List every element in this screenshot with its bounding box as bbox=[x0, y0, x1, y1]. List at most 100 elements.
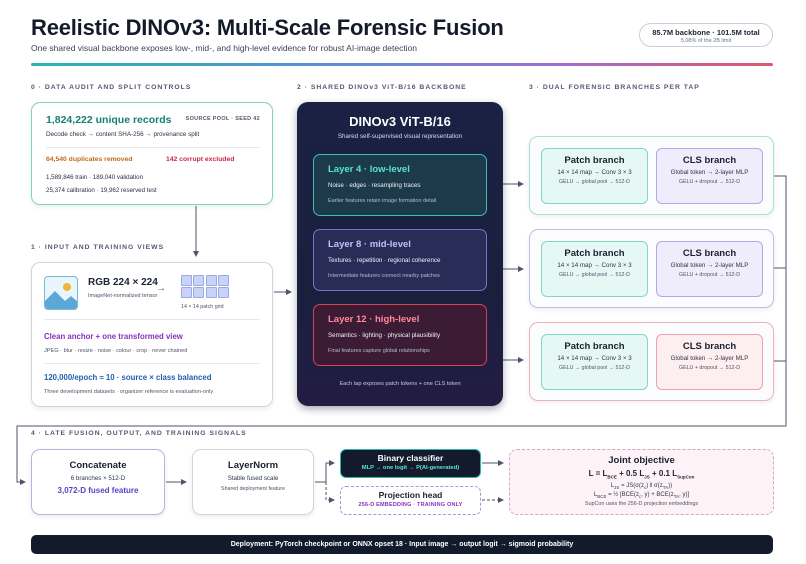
branch-group-layer-12: Patch branch 14 × 14 map → Conv 3 × 3 GE… bbox=[529, 322, 774, 401]
projection-desc: 256-D EMBEDDING · TRAINING ONLY bbox=[358, 502, 463, 508]
training-views: Clean anchor + one transformed view bbox=[44, 332, 183, 341]
js-loss-equation: LJS = JS(σ(zc) ‖ σ(zTA)) bbox=[610, 482, 673, 490]
layer-description: Textures · repetition · regional coheren… bbox=[328, 257, 441, 264]
patch-branch-desc: 14 × 14 map → Conv 3 × 3 bbox=[557, 169, 632, 176]
backbone-panel: DINOv3 ViT-B/16 Shared self-supervised v… bbox=[297, 102, 503, 406]
arrow-layernorm-to-binary bbox=[315, 460, 335, 483]
cls-branch-detail: GELU + dropout → 512-D bbox=[678, 272, 741, 278]
fused-feature-size: 3,072-D fused feature bbox=[57, 486, 139, 495]
branch-group-layer-4: Patch branch 14 × 14 map → Conv 3 × 3 GE… bbox=[529, 136, 774, 215]
audit-pipeline: Decode check → content SHA-256 → provena… bbox=[46, 131, 200, 138]
binary-title: Binary classifier bbox=[377, 453, 444, 463]
layer-note: Earlier features retain image formation … bbox=[328, 198, 437, 204]
divider bbox=[46, 147, 260, 148]
layer-note: Final features capture global relationsh… bbox=[328, 348, 430, 354]
layernorm-node: LayerNorm Stable fused scale Shared depl… bbox=[192, 449, 314, 515]
layernorm-desc: Stable fused scale bbox=[227, 475, 279, 482]
cls-branch-desc: Global token → 2-layer MLP bbox=[670, 355, 749, 362]
section-label-backbone: 2 · SHARED DINOv3 ViT-B/16 BACKBONE bbox=[297, 84, 467, 91]
patch-grid-label: 14 × 14 patch grid bbox=[181, 304, 224, 310]
patch-branch-title: Patch branch bbox=[564, 155, 625, 166]
deployment-bar: Deployment: PyTorch checkpoint or ONNX o… bbox=[31, 535, 773, 554]
section-label-branches: 3 · DUAL FORENSIC BRANCHES PER TAP bbox=[529, 84, 700, 91]
epoch-sampling: 120,000/epoch ≈ 10 · source × class bala… bbox=[44, 373, 212, 382]
patch-branch-desc: 14 × 14 map → Conv 3 × 3 bbox=[557, 355, 632, 362]
patch-grid-icon bbox=[181, 275, 229, 298]
augmentation-list: JPEG · blur · resize · noise · colour · … bbox=[44, 348, 188, 354]
projection-title: Projection head bbox=[378, 490, 443, 500]
corrupt-excluded: 142 corrupt excluded bbox=[166, 156, 235, 163]
layer-title: Layer 8 · mid-level bbox=[328, 239, 411, 250]
layernorm-title: LayerNorm bbox=[227, 460, 279, 471]
arrow-layernorm-to-projection bbox=[325, 482, 335, 503]
binary-desc: MLP → one logit → P(AI-generated) bbox=[361, 465, 460, 471]
layer-description: Semantics · lighting · physical plausibi… bbox=[328, 332, 441, 339]
layer-12-tap: Layer 12 · high-level Semantics · lighti… bbox=[313, 304, 487, 366]
development-datasets: Three development datasets · organizer r… bbox=[44, 389, 214, 395]
binary-classifier-node: Binary classifier MLP → one logit → P(AI… bbox=[340, 449, 481, 478]
train-validation-split: 1,589,846 train · 189,040 validation bbox=[46, 174, 144, 181]
cls-branch: CLS branch Global token → 2-layer MLP GE… bbox=[656, 334, 763, 390]
layer-4-tap: Layer 4 · low-level Noise · edges · resa… bbox=[313, 154, 487, 216]
source-pool-label: SOURCE POOL · SEED 42 bbox=[185, 116, 260, 122]
patch-branch-detail: GELU → global pool → 512-D bbox=[559, 272, 630, 278]
loss-equation: L = LBCE + 0.5 LJS + 0.1 LSupCon bbox=[588, 469, 695, 480]
header-divider bbox=[31, 63, 773, 66]
input-normalization: ImageNet-normalized tensor bbox=[88, 293, 158, 299]
layer-title: Layer 4 · low-level bbox=[328, 164, 410, 175]
joint-title: Joint objective bbox=[608, 455, 675, 466]
section-label-input: 1 · INPUT AND TRAINING VIEWS bbox=[31, 244, 165, 251]
input-resolution: RGB 224 × 224 bbox=[88, 277, 158, 288]
joint-note: SupCon uses the 256-D projection embeddi… bbox=[584, 500, 699, 507]
cls-branch-title: CLS branch bbox=[682, 341, 737, 352]
data-audit-card: 1,824,222 unique records SOURCE POOL · S… bbox=[31, 102, 273, 205]
cls-branch: CLS branch Global token → 2-layer MLP GE… bbox=[656, 148, 763, 204]
backbone-title: DINOv3 ViT-B/16 bbox=[349, 114, 451, 129]
divider bbox=[44, 319, 260, 320]
duplicates-removed: 64,540 duplicates removed bbox=[46, 156, 133, 163]
concat-desc: 6 branches × 512-D bbox=[70, 475, 126, 482]
section-label-data-audit: 0 · DATA AUDIT AND SPLIT CONTROLS bbox=[31, 84, 192, 91]
backbone-footer: Each tap exposes patch tokens + one CLS … bbox=[339, 381, 461, 387]
branch-group-layer-8: Patch branch 14 × 14 map → Conv 3 × 3 GE… bbox=[529, 229, 774, 308]
patch-branch-detail: GELU → global pool → 512-D bbox=[559, 179, 630, 185]
calibration-test-split: 25,374 calibration · 19,962 reserved tes… bbox=[46, 187, 157, 194]
cls-branch-detail: GELU + dropout → 512-D bbox=[678, 179, 741, 185]
patch-branch: Patch branch 14 × 14 map → Conv 3 × 3 GE… bbox=[541, 334, 648, 390]
joint-objective-node: Joint objective L = LBCE + 0.5 LJS + 0.1… bbox=[509, 449, 774, 515]
patch-branch-detail: GELU → global pool → 512-D bbox=[559, 365, 630, 371]
budget-main: 85.7M backbone · 101.5M total bbox=[652, 28, 760, 37]
cls-branch-title: CLS branch bbox=[682, 155, 737, 166]
concatenate-node: Concatenate 6 branches × 512-D 3,072-D f… bbox=[31, 449, 165, 515]
cls-branch-title: CLS branch bbox=[682, 248, 737, 259]
parameter-budget-badge: 85.7M backbone · 101.5M total 5.08% of t… bbox=[639, 23, 773, 47]
unique-records: 1,824,222 unique records bbox=[46, 114, 172, 126]
patch-branch-desc: 14 × 14 map → Conv 3 × 3 bbox=[557, 262, 632, 269]
bce-loss-equation: LBCE = ½ [BCE(zc, y) + BCE(zTA, y)] bbox=[593, 491, 690, 499]
input-views-card: RGB 224 × 224 ImageNet-normalized tensor… bbox=[31, 262, 273, 407]
layer-title: Layer 12 · high-level bbox=[328, 314, 420, 325]
page-title: Reelistic DINOv3: Multi-Scale Forensic F… bbox=[31, 15, 504, 40]
cls-branch-detail: GELU + dropout → 512-D bbox=[678, 365, 741, 371]
patch-branch-title: Patch branch bbox=[564, 341, 625, 352]
patch-branch-title: Patch branch bbox=[564, 248, 625, 259]
layernorm-sub: Shared deployment feature bbox=[221, 486, 285, 492]
budget-sub: 5.08% of the 2B limit bbox=[680, 38, 732, 44]
backbone-subtitle: Shared self-supervised visual representa… bbox=[337, 133, 463, 140]
section-label-fusion: 4 · LATE FUSION, OUTPUT, AND TRAINING SI… bbox=[31, 430, 247, 437]
patch-branch: Patch branch 14 × 14 map → Conv 3 × 3 GE… bbox=[541, 241, 648, 297]
cls-branch: CLS branch Global token → 2-layer MLP GE… bbox=[656, 241, 763, 297]
arrow-right-icon: → bbox=[156, 283, 166, 294]
image-icon bbox=[44, 276, 78, 310]
projection-head-node: Projection head 256-D EMBEDDING · TRAINI… bbox=[340, 486, 481, 515]
divider bbox=[44, 363, 260, 364]
cls-branch-desc: Global token → 2-layer MLP bbox=[670, 262, 749, 269]
layer-note: Intermediate features connect nearby pat… bbox=[328, 273, 440, 279]
deployment-text: Deployment: PyTorch checkpoint or ONNX o… bbox=[230, 541, 574, 548]
concat-title: Concatenate bbox=[69, 460, 127, 471]
layer-8-tap: Layer 8 · mid-level Textures · repetitio… bbox=[313, 229, 487, 291]
patch-branch: Patch branch 14 × 14 map → Conv 3 × 3 GE… bbox=[541, 148, 648, 204]
cls-branch-desc: Global token → 2-layer MLP bbox=[670, 169, 749, 176]
layer-description: Noise · edges · resampling traces bbox=[328, 182, 421, 189]
page-subtitle: One shared visual backbone exposes low-,… bbox=[31, 43, 418, 53]
